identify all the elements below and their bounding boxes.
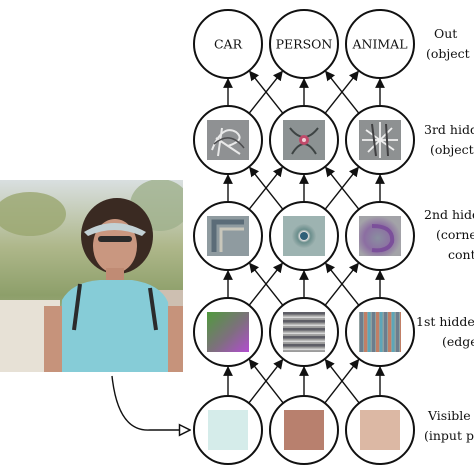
hidden1-node-3 (345, 297, 415, 367)
label-line: (object (430, 142, 474, 157)
label-line: (edge (442, 334, 474, 349)
connection-arrow (325, 70, 360, 114)
output-label-person: PERSON (276, 37, 333, 52)
output-layer-label: Out (object i (426, 26, 474, 61)
layer-labels: Out (object i 3rd hidde (object 2nd hidd… (416, 26, 474, 443)
hidden3-layer-label: 3rd hidde (object (424, 122, 474, 157)
output-label-car: CAR (214, 37, 243, 52)
ring-feature-icon (283, 216, 325, 256)
visible-pixel-swatch (360, 410, 400, 450)
visible-node-3 (345, 395, 415, 465)
network-edges (223, 70, 385, 404)
hidden1-node-1 (193, 297, 263, 367)
output-node-animal: ANIMAL (345, 9, 415, 79)
vertical-stripes-icon (359, 312, 401, 352)
scribble-feature-icon (207, 120, 249, 160)
horizontal-stripes-icon (283, 312, 325, 352)
visible-pixel-swatch (284, 410, 324, 450)
hidden2-node-2 (269, 201, 339, 271)
hidden-layer-1 (193, 297, 415, 367)
green-magenta-gradient-icon (207, 312, 249, 352)
label-line: 2nd hidde (424, 207, 474, 222)
hidden2-node-3 (345, 201, 415, 271)
output-layer: CAR PERSON ANIMAL (193, 9, 415, 79)
hidden2-layer-label: 2nd hidde (corne conto (424, 207, 474, 262)
hidden1-layer-label: 1st hidde (edge (416, 314, 474, 349)
visible-node-2 (269, 395, 339, 465)
hidden3-node-1 (193, 105, 263, 175)
hidden-layer-3 (193, 105, 415, 175)
visible-layer-label: Visible (input p (424, 408, 474, 443)
hidden1-node-2 (269, 297, 339, 367)
hidden3-node-2 (269, 105, 339, 175)
connection-arrow (248, 358, 284, 404)
output-node-person: PERSON (269, 9, 339, 79)
flower-feature-icon (283, 120, 325, 160)
corner-feature-icon (207, 216, 249, 256)
label-line: 1st hidde (416, 314, 474, 329)
label-line: Out (434, 26, 457, 41)
visible-node-1 (193, 395, 263, 465)
hidden2-node-1 (193, 201, 263, 271)
label-line: conto (448, 247, 474, 262)
output-node-car: CAR (193, 9, 263, 79)
label-line: Visible (427, 408, 471, 423)
connection-arrow (325, 262, 360, 306)
connection-arrow (249, 70, 284, 114)
output-label-animal: ANIMAL (351, 37, 407, 52)
label-line: (corne (436, 227, 474, 242)
label-line: (object i (426, 46, 474, 61)
hidden-layer-2 (193, 201, 415, 271)
hidden3-node-3 (345, 105, 415, 175)
visible-layer (193, 395, 415, 465)
woman-with-visor-photo (0, 180, 183, 372)
visible-pixel-swatch (208, 410, 248, 450)
input-arrow (111, 375, 190, 430)
connection-arrow (324, 358, 360, 404)
label-line: (input p (424, 428, 474, 443)
contour-feature-icon (359, 216, 401, 256)
connection-arrow (249, 166, 284, 210)
connection-arrow (325, 166, 360, 210)
connection-arrow (249, 262, 284, 306)
label-line: 3rd hidde (424, 122, 474, 137)
cross-hatch-feature-icon (359, 120, 401, 160)
